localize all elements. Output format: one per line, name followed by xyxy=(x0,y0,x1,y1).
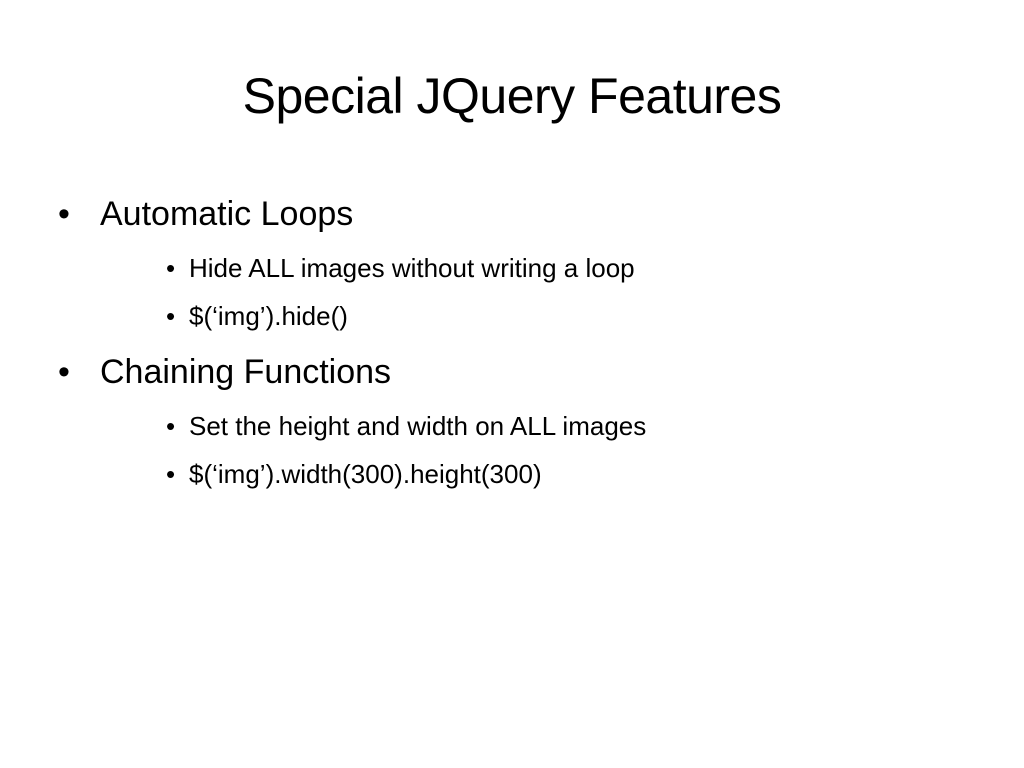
sub-list-item: • Hide ALL images without writing a loop xyxy=(58,244,978,292)
slide-title: Special JQuery Features xyxy=(242,68,782,124)
sub-list-item: • $(‘img’).hide() xyxy=(58,292,978,340)
list-item-text: Automatic Loops xyxy=(100,195,354,233)
bullet-icon: • xyxy=(58,353,70,391)
list-item: • Automatic Loops xyxy=(58,188,978,240)
bullet-icon: • xyxy=(166,301,176,331)
sub-list: • Hide ALL images without writing a loop… xyxy=(58,244,978,340)
sub-list-item-text: Set the height and width on ALL images xyxy=(189,411,647,441)
list-item-text: Chaining Functions xyxy=(100,353,392,391)
bullet-icon: • xyxy=(166,459,176,489)
bullet-icon: • xyxy=(166,253,176,283)
sub-list-item-text: Hide ALL images without writing a loop xyxy=(189,253,635,283)
sub-list-item-text: $(‘img’).hide() xyxy=(189,301,348,331)
sub-list-item: • Set the height and width on ALL images xyxy=(58,402,978,450)
bullet-icon: • xyxy=(166,411,176,441)
sub-list: • Set the height and width on ALL images… xyxy=(58,402,978,498)
sub-list-item: • $(‘img’).width(300).height(300) xyxy=(58,450,978,498)
bullet-icon: • xyxy=(58,195,70,233)
bullet-list: • Automatic Loops • Hide ALL images with… xyxy=(58,188,978,504)
sub-list-item-text: $(‘img’).width(300).height(300) xyxy=(189,459,542,489)
list-item: • Chaining Functions xyxy=(58,346,978,398)
